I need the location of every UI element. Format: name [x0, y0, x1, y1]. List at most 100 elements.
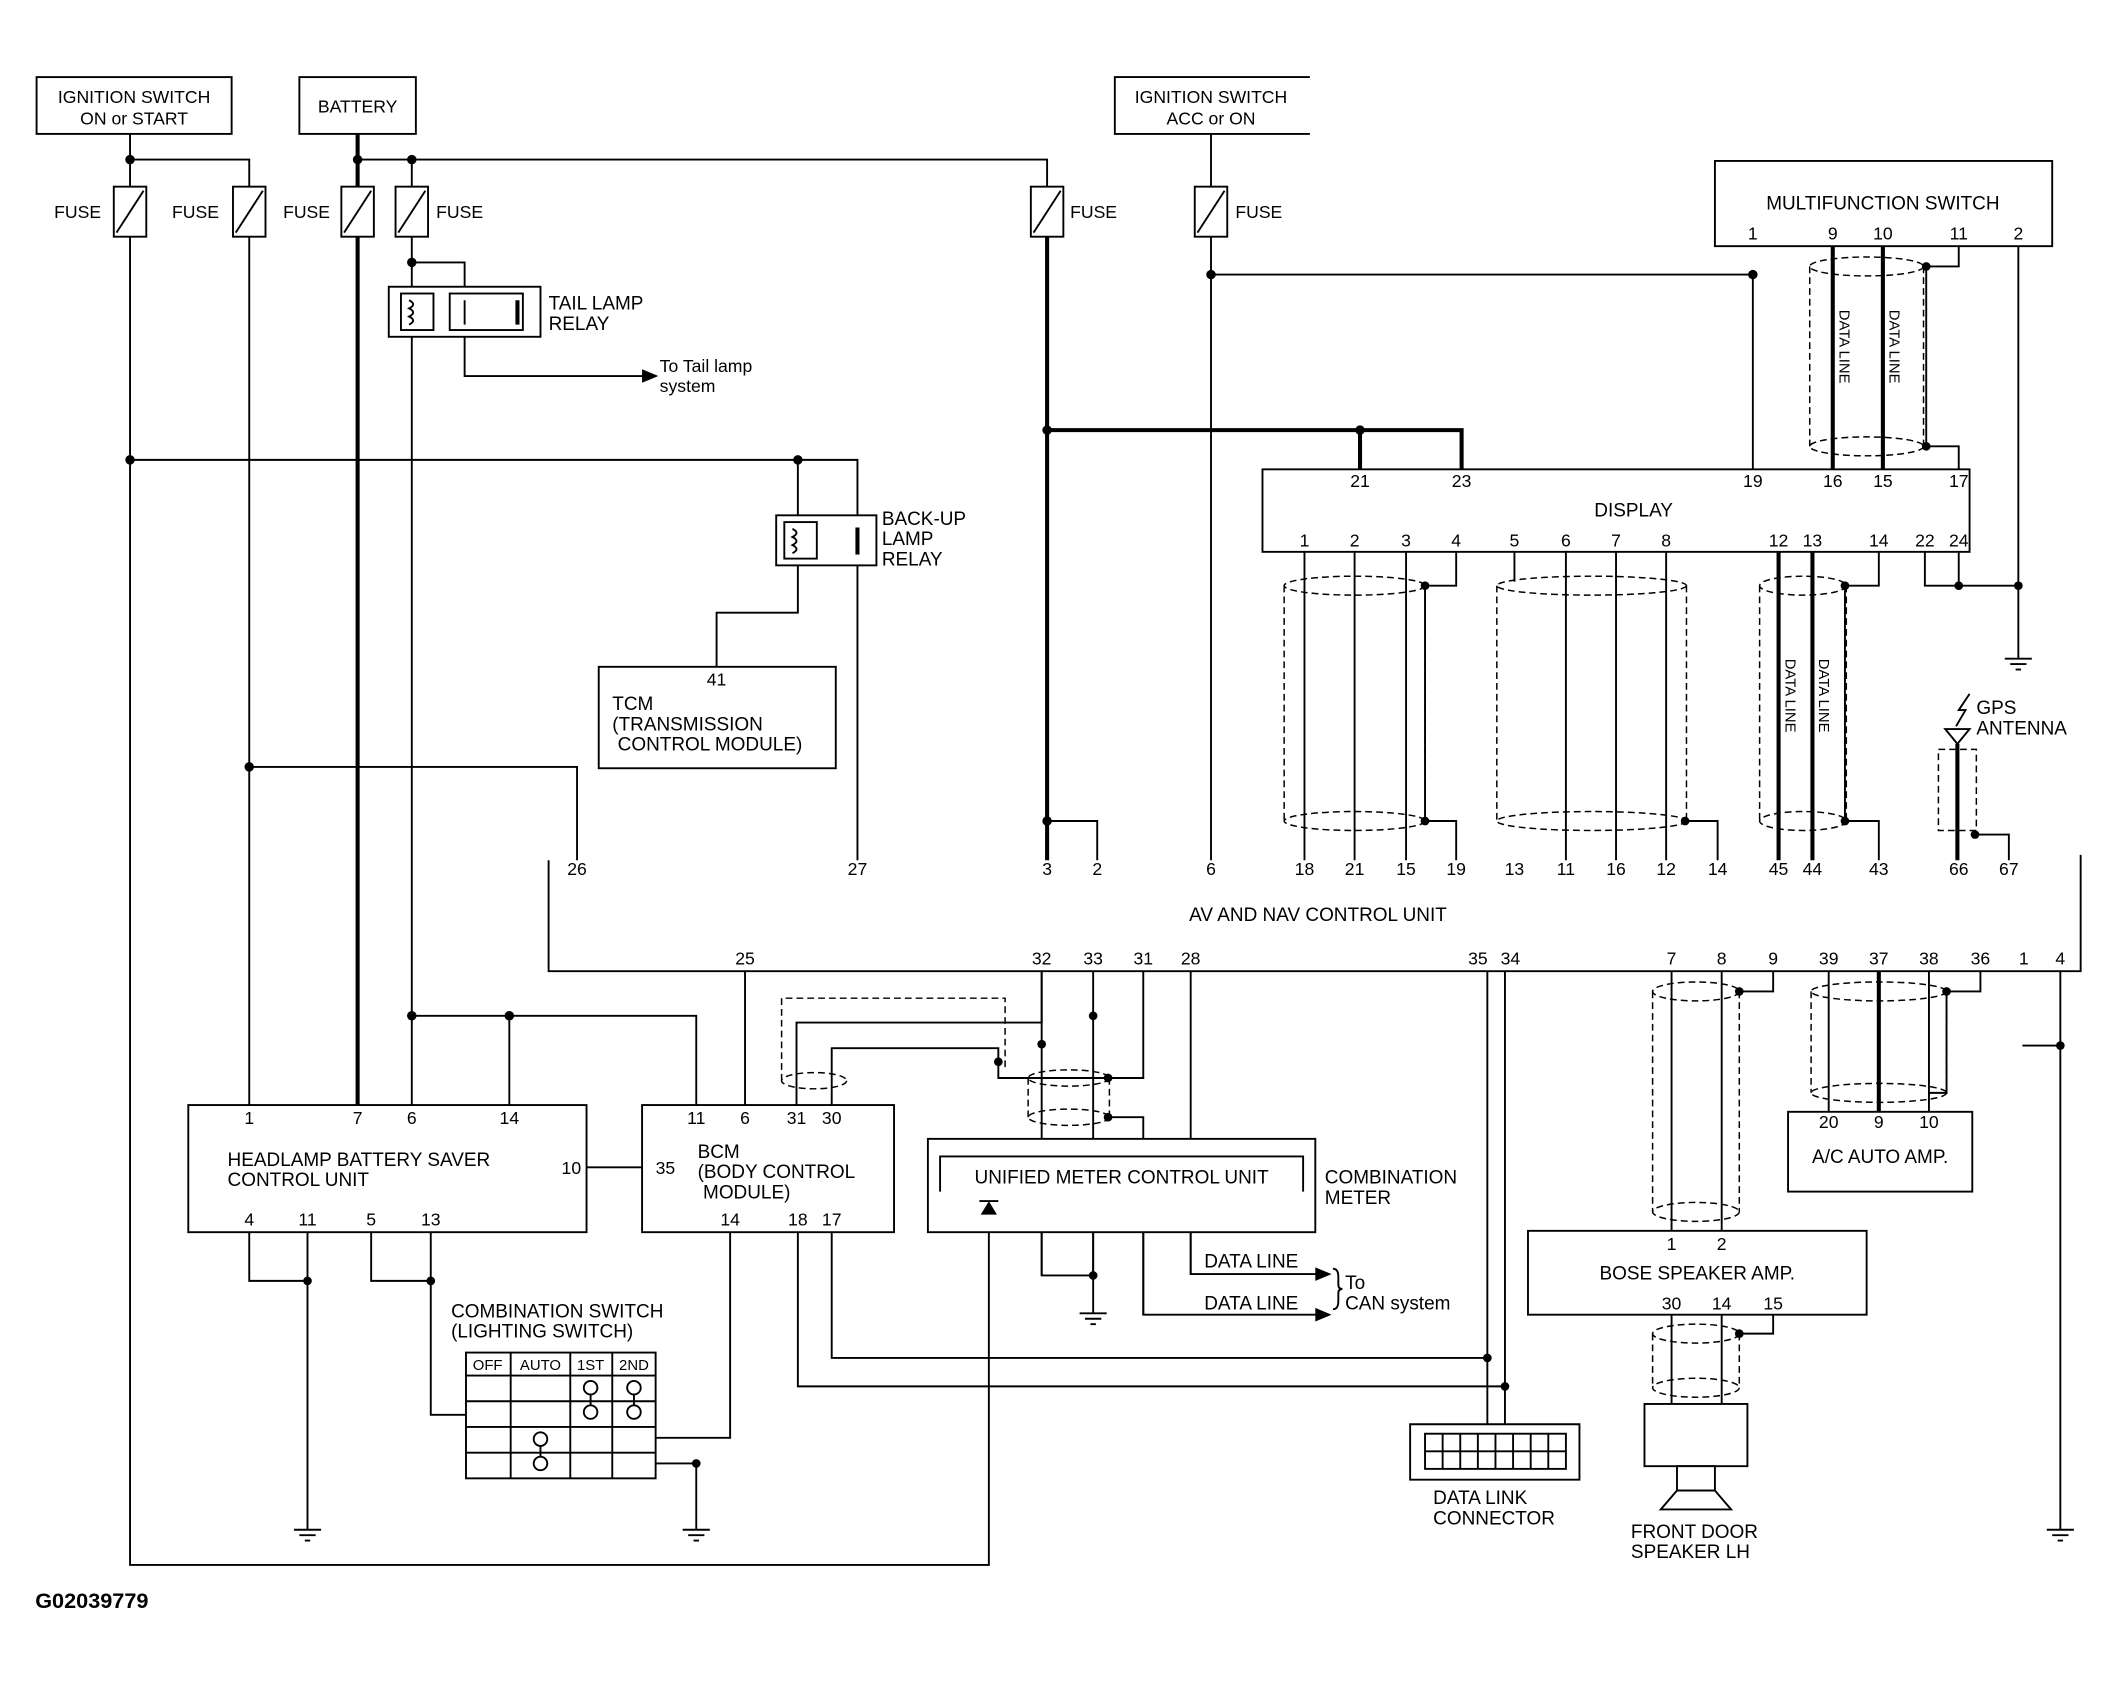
svg-text:8: 8	[1661, 530, 1671, 550]
svg-text:1: 1	[2019, 948, 2029, 968]
svg-text:2: 2	[2013, 223, 2023, 243]
svg-text:COMBINATION: COMBINATION	[1325, 1168, 1457, 1189]
bose-speaker-amp: 1 2 BOSE SPEAKER AMP. 30 14 15	[1527, 1229, 1868, 1316]
ign-acc-on-line2: ACC or ON	[1167, 108, 1256, 128]
svg-text:(BODY CONTROL: (BODY CONTROL	[698, 1162, 856, 1183]
svg-text:MODULE): MODULE)	[703, 1182, 790, 1203]
svg-text:FRONT DOOR: FRONT DOOR	[1631, 1522, 1758, 1543]
svg-text:7: 7	[1667, 948, 1677, 968]
figure-id: G02039779	[35, 1588, 148, 1613]
data-line-disp-2: DATA LINE	[1815, 659, 1831, 733]
svg-text:6: 6	[407, 1108, 417, 1128]
svg-text:FUSE: FUSE	[54, 202, 101, 222]
svg-text:CAN system: CAN system	[1345, 1293, 1450, 1314]
svg-text:DATA LINK: DATA LINK	[1433, 1488, 1527, 1509]
svg-text:FUSE: FUSE	[172, 202, 219, 222]
svg-text:BACK-UP: BACK-UP	[882, 509, 966, 530]
tail-lamp-dest-2: system	[660, 376, 716, 396]
svg-text:17: 17	[822, 1209, 842, 1229]
svg-text:27: 27	[848, 859, 868, 879]
svg-text:GPS: GPS	[1976, 698, 2016, 719]
svg-text:FUSE: FUSE	[1235, 202, 1282, 222]
data-link-connector: DATA LINK CONNECTOR	[1409, 1423, 1581, 1529]
svg-text:4: 4	[1451, 530, 1461, 550]
svg-text:2ND: 2ND	[619, 1358, 649, 1374]
svg-text:4: 4	[2055, 948, 2065, 968]
bcm: 11 6 31 30 BCM (BODY CONTROL MODULE) 35 …	[641, 1104, 895, 1234]
fuse-1: FUSE	[54, 185, 148, 238]
svg-text:OFF: OFF	[473, 1358, 503, 1374]
svg-text:10: 10	[1919, 1112, 1939, 1132]
svg-text:33: 33	[1083, 948, 1103, 968]
svg-text:25: 25	[735, 948, 755, 968]
svg-text:44: 44	[1803, 859, 1823, 879]
svg-text:AUTO: AUTO	[520, 1358, 561, 1374]
svg-text:36: 36	[1971, 948, 1991, 968]
svg-text:1: 1	[1748, 223, 1758, 243]
svg-text:(LIGHTING SWITCH): (LIGHTING SWITCH)	[451, 1322, 633, 1343]
ground-display	[2004, 657, 2032, 671]
svg-text:31: 31	[1133, 948, 1153, 968]
ground-saver	[293, 1528, 322, 1542]
svg-text:To: To	[1345, 1273, 1365, 1294]
svg-text:11: 11	[1557, 859, 1575, 879]
svg-text:67: 67	[1999, 859, 2019, 879]
svg-text:15: 15	[1873, 471, 1893, 491]
svg-text:26: 26	[567, 859, 587, 879]
battery-label: BATTERY	[318, 96, 398, 116]
fuse-5: FUSE	[1029, 185, 1117, 238]
svg-text:13: 13	[1803, 530, 1823, 550]
svg-text:41: 41	[707, 670, 727, 690]
fuse-6: FUSE	[1193, 185, 1282, 238]
svg-text:SPEAKER LH: SPEAKER LH	[1631, 1542, 1750, 1563]
svg-text:16: 16	[1823, 471, 1843, 491]
svg-text:RELAY: RELAY	[882, 549, 943, 570]
svg-text:ANTENNA: ANTENNA	[1976, 718, 2067, 739]
svg-text:(TRANSMISSION: (TRANSMISSION	[612, 714, 763, 735]
svg-text:BCM: BCM	[698, 1142, 740, 1163]
svg-text:10: 10	[562, 1158, 582, 1178]
data-line-mfs-1: DATA LINE	[1836, 310, 1852, 384]
svg-text:13: 13	[421, 1209, 441, 1229]
combination-meter: UNIFIED METER CONTROL UNIT COMBINATION M…	[926, 1137, 1457, 1234]
svg-text:9: 9	[1768, 948, 1778, 968]
svg-text:2: 2	[1717, 1234, 1727, 1254]
display: DISPLAY 21 23 19 16 15 17 1 2 3 4 5 6 7 …	[1261, 468, 1971, 553]
svg-text:FUSE: FUSE	[1070, 202, 1117, 222]
svg-text:45: 45	[1769, 859, 1789, 879]
svg-text:1ST: 1ST	[577, 1358, 604, 1374]
svg-text:37: 37	[1869, 948, 1889, 968]
svg-text:14: 14	[1869, 530, 1889, 550]
multifunction-switch: MULTIFUNCTION SWITCH 1 9 10 11 2	[1713, 160, 2054, 248]
ign-acc-on-line1: IGNITION SWITCH	[1135, 87, 1287, 107]
svg-text:4: 4	[244, 1209, 254, 1229]
svg-text:15: 15	[1396, 859, 1416, 879]
svg-text:DISPLAY: DISPLAY	[1594, 501, 1673, 522]
svg-text:13: 13	[1505, 859, 1525, 879]
combination-switch: COMBINATION SWITCH (LIGHTING SWITCH) OFF…	[451, 1301, 663, 1480]
av-nav-control-unit: AV AND NAV CONTROL UNIT 26 27 3 2 6 18 2…	[547, 854, 2082, 973]
svg-text:11: 11	[1950, 223, 1968, 243]
svg-text:23: 23	[1452, 471, 1472, 491]
ign-on-start-line1: IGNITION SWITCH	[58, 87, 210, 107]
backup-lamp-relay: BACK-UP LAMP RELAY	[775, 509, 966, 570]
headlamp-battery-saver: 1 7 6 14 HEADLAMP BATTERY SAVER CONTROL …	[187, 1104, 588, 1234]
svg-text:66: 66	[1949, 859, 1969, 879]
svg-text:14: 14	[500, 1108, 520, 1128]
data-line-mfs-2: DATA LINE	[1886, 310, 1902, 384]
svg-text:11: 11	[298, 1209, 316, 1229]
svg-text:9: 9	[1828, 223, 1838, 243]
svg-text:20: 20	[1819, 1112, 1839, 1132]
svg-text:22: 22	[1915, 530, 1935, 550]
svg-text:12: 12	[1656, 859, 1676, 879]
svg-text:3: 3	[1042, 859, 1052, 879]
ground-combination-switch	[682, 1528, 710, 1542]
svg-text:32: 32	[1032, 948, 1052, 968]
svg-text:6: 6	[740, 1108, 750, 1128]
svg-text:1: 1	[1667, 1234, 1677, 1254]
svg-text:14: 14	[1712, 1293, 1732, 1313]
svg-text:17: 17	[1949, 471, 1969, 491]
svg-text:19: 19	[1446, 859, 1466, 879]
svg-text:14: 14	[720, 1209, 740, 1229]
svg-text:30: 30	[1662, 1293, 1682, 1313]
